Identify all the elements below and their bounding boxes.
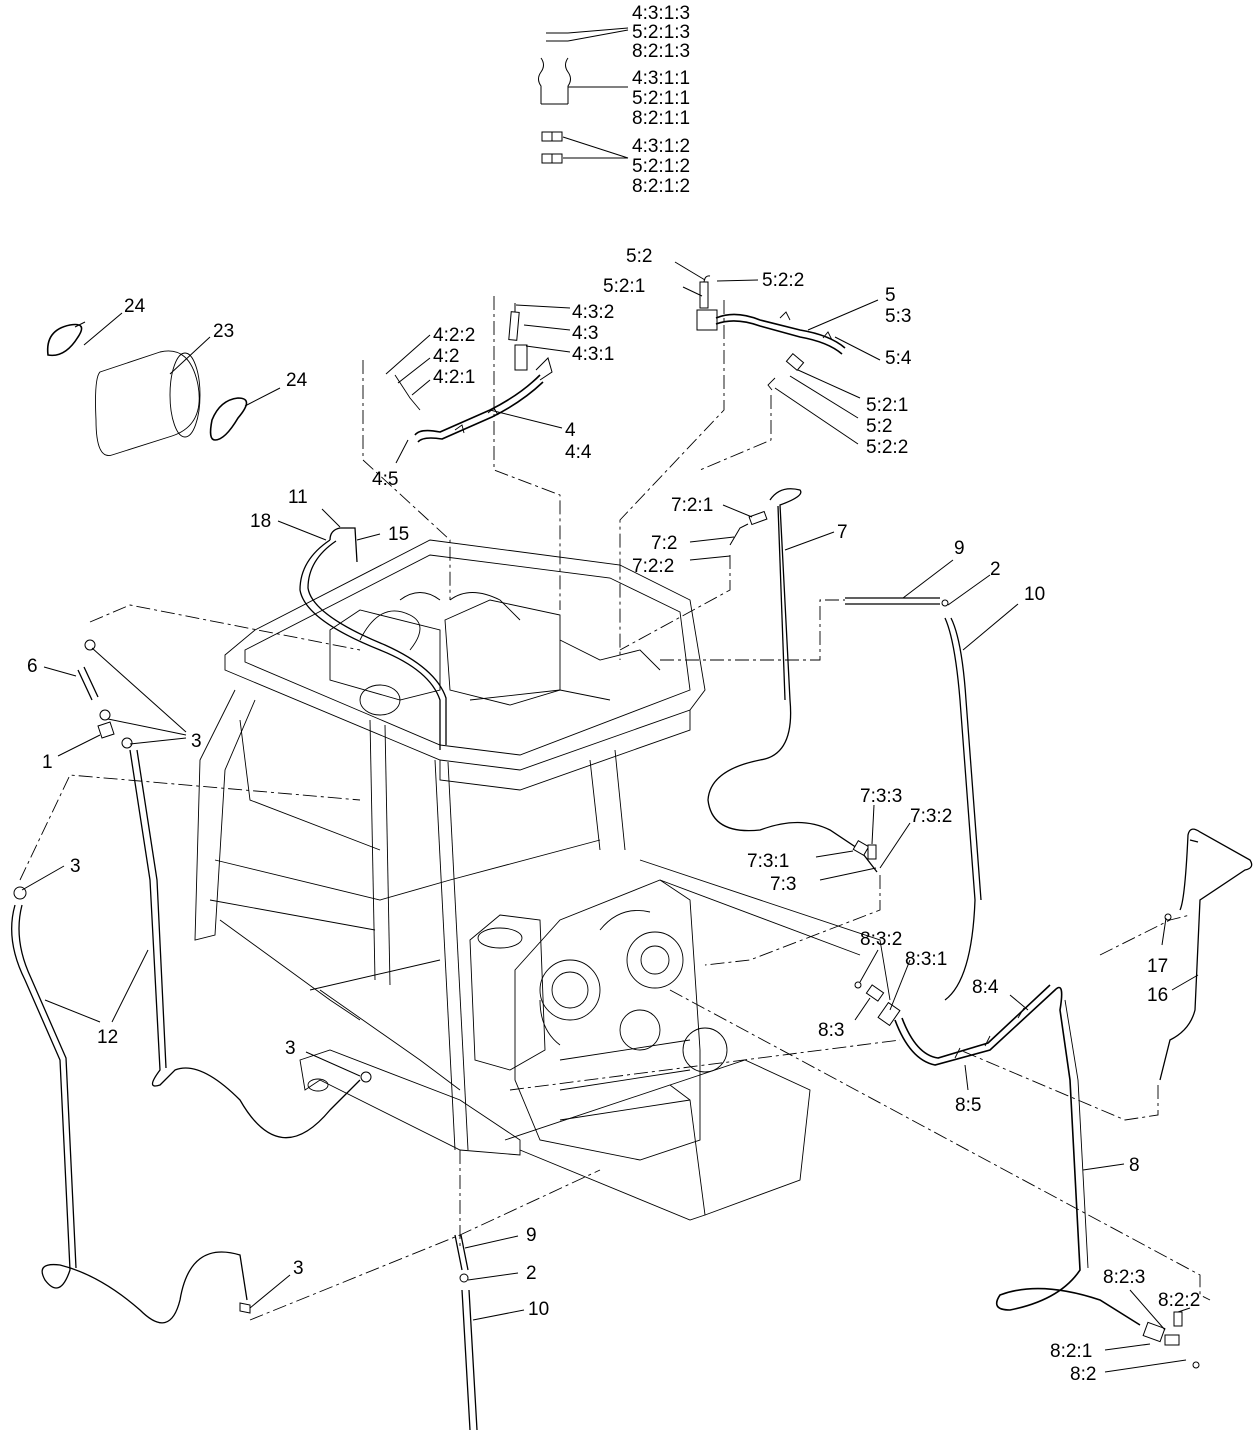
legend-sleeve-label-2: 5:2:1:1: [632, 88, 690, 109]
callout-7-3-1: 7:3:1: [747, 851, 789, 872]
callout-4-2: 4:2: [433, 346, 459, 367]
callout-5-3: 5:3: [885, 306, 911, 327]
callout-8-5: 8:5: [955, 1095, 981, 1116]
hose-5-assembly: [619, 261, 881, 660]
callout-5-2-1-bottom: 5:2:1: [866, 395, 908, 416]
legend-connector-label-1: 4:3:1:2: [632, 136, 690, 157]
callout-5-2-2-top: 5:2:2: [762, 270, 804, 291]
callout-18: 18: [250, 511, 271, 532]
callout-3-bottom: 3: [293, 1258, 304, 1279]
callout-4-2-1: 4:2:1: [433, 367, 475, 388]
callout-17: 17: [1147, 956, 1168, 977]
clamp-24-top: [46, 323, 83, 357]
legend-wire-label-2: 5:2:1:3: [632, 22, 690, 43]
hose-4-assembly: [362, 296, 571, 610]
callout-9-top: 9: [954, 538, 965, 559]
callout-2-bottom: 2: [526, 1263, 537, 1284]
legend-connector-label-2: 5:2:1:2: [632, 156, 690, 177]
hose-9-10-bottom: [454, 1150, 525, 1431]
legend-wire-group: 4:3:1:3 5:2:1:3 8:2:1:3: [546, 3, 690, 62]
legend-wire-label-3: 8:2:1:3: [632, 41, 690, 62]
callout-5-2-top: 5:2: [626, 246, 652, 267]
callout-10-bottom: 10: [528, 1299, 549, 1320]
legend: 4:3:1:3 5:2:1:3 8:2:1:3 4:3:1:1 5:2:1:1 …: [538, 3, 690, 197]
callout-15: 15: [388, 524, 409, 545]
hose-11-assembly: [277, 508, 447, 750]
callout-12: 12: [97, 1027, 118, 1048]
hose-7-assembly: [619, 488, 911, 966]
callout-11: 11: [288, 487, 308, 508]
machine-frame: [194, 539, 891, 1221]
callout-6: 6: [27, 656, 38, 677]
callout-23: 23: [213, 321, 234, 342]
callout-2-top: 2: [990, 559, 1001, 580]
sleeve-23: [95, 350, 200, 456]
callout-8-2: 8:2: [1070, 1364, 1096, 1385]
hose-8-assembly: [509, 949, 1211, 1373]
callout-5-4: 5:4: [885, 348, 912, 369]
sleeve-and-clamps: [46, 312, 281, 456]
callout-10-top: 10: [1024, 584, 1045, 605]
callout-24-bottom: 24: [286, 370, 308, 391]
callout-5-2-bottom: 5:2: [866, 416, 892, 437]
callout-4-3-2: 4:3:2: [572, 302, 614, 323]
callout-5-2-2-bottom: 5:2:2: [866, 437, 908, 458]
legend-connector-group: 4:3:1:2 5:2:1:2 8:2:1:2: [541, 131, 690, 197]
callout-7-2: 7:2: [651, 533, 677, 554]
callout-9-bottom: 9: [526, 1225, 537, 1246]
callout-24-top: 24: [124, 296, 146, 317]
callout-8-3-2: 8:3:2: [860, 929, 902, 950]
hose-12-assembly: [11, 749, 601, 1324]
callout-3-far-left: 3: [70, 856, 81, 877]
callout-4-3-1: 4:3:1: [572, 344, 614, 365]
callout-8-3-1: 8:3:1: [905, 949, 947, 970]
callout-4: 4: [565, 420, 576, 441]
callout-8-2-3: 8:2:3: [1103, 1267, 1145, 1288]
callout-8-4: 8:4: [972, 977, 999, 998]
callout-7-3-3: 7:3:3: [860, 786, 902, 807]
callout-3-left: 3: [191, 731, 202, 752]
callout-4-5: 4:5: [372, 469, 398, 490]
legend-connector-label-3: 8:2:1:2: [632, 176, 690, 197]
callout-5-2-1-top: 5:2:1: [603, 276, 645, 297]
callout-3-center: 3: [285, 1038, 296, 1059]
callout-7: 7: [837, 522, 848, 543]
legend-sleeve-group: 4:3:1:1 5:2:1:1 8:2:1:1: [538, 57, 690, 129]
callout-1: 1: [42, 752, 53, 773]
legend-wire-label-1: 4:3:1:3: [632, 3, 690, 24]
callout-4-2-2: 4:2:2: [433, 325, 475, 346]
callout-7-3: 7:3: [770, 874, 796, 895]
callout-4-4: 4:4: [565, 442, 592, 463]
callout-7-2-2: 7:2:2: [632, 556, 674, 577]
hose-6-assembly: [43, 604, 361, 757]
callout-16: 16: [1147, 985, 1168, 1006]
callout-8-2-2: 8:2:2: [1158, 1290, 1200, 1311]
callout-7-2-1: 7:2:1: [671, 495, 713, 516]
callout-4-3: 4:3: [572, 323, 598, 344]
callout-8: 8: [1129, 1155, 1140, 1176]
callout-8-3: 8:3: [818, 1020, 844, 1041]
callout-5: 5: [885, 285, 896, 306]
callouts: 24 23 24 4:2:2 4:2 4:2:1 4:3:2 4:3 4:3:1…: [27, 246, 1200, 1385]
callout-8-2-1: 8:2:1: [1050, 1341, 1092, 1362]
hose-9-10-top: [660, 559, 1019, 1001]
clamp-24-bottom: [209, 397, 248, 441]
hose-16-assembly: [959, 828, 1253, 1121]
legend-sleeve-label-1: 4:3:1:1: [632, 68, 690, 89]
callout-7-3-2: 7:3:2: [910, 806, 952, 827]
legend-sleeve-label-3: 8:2:1:1: [632, 108, 690, 129]
